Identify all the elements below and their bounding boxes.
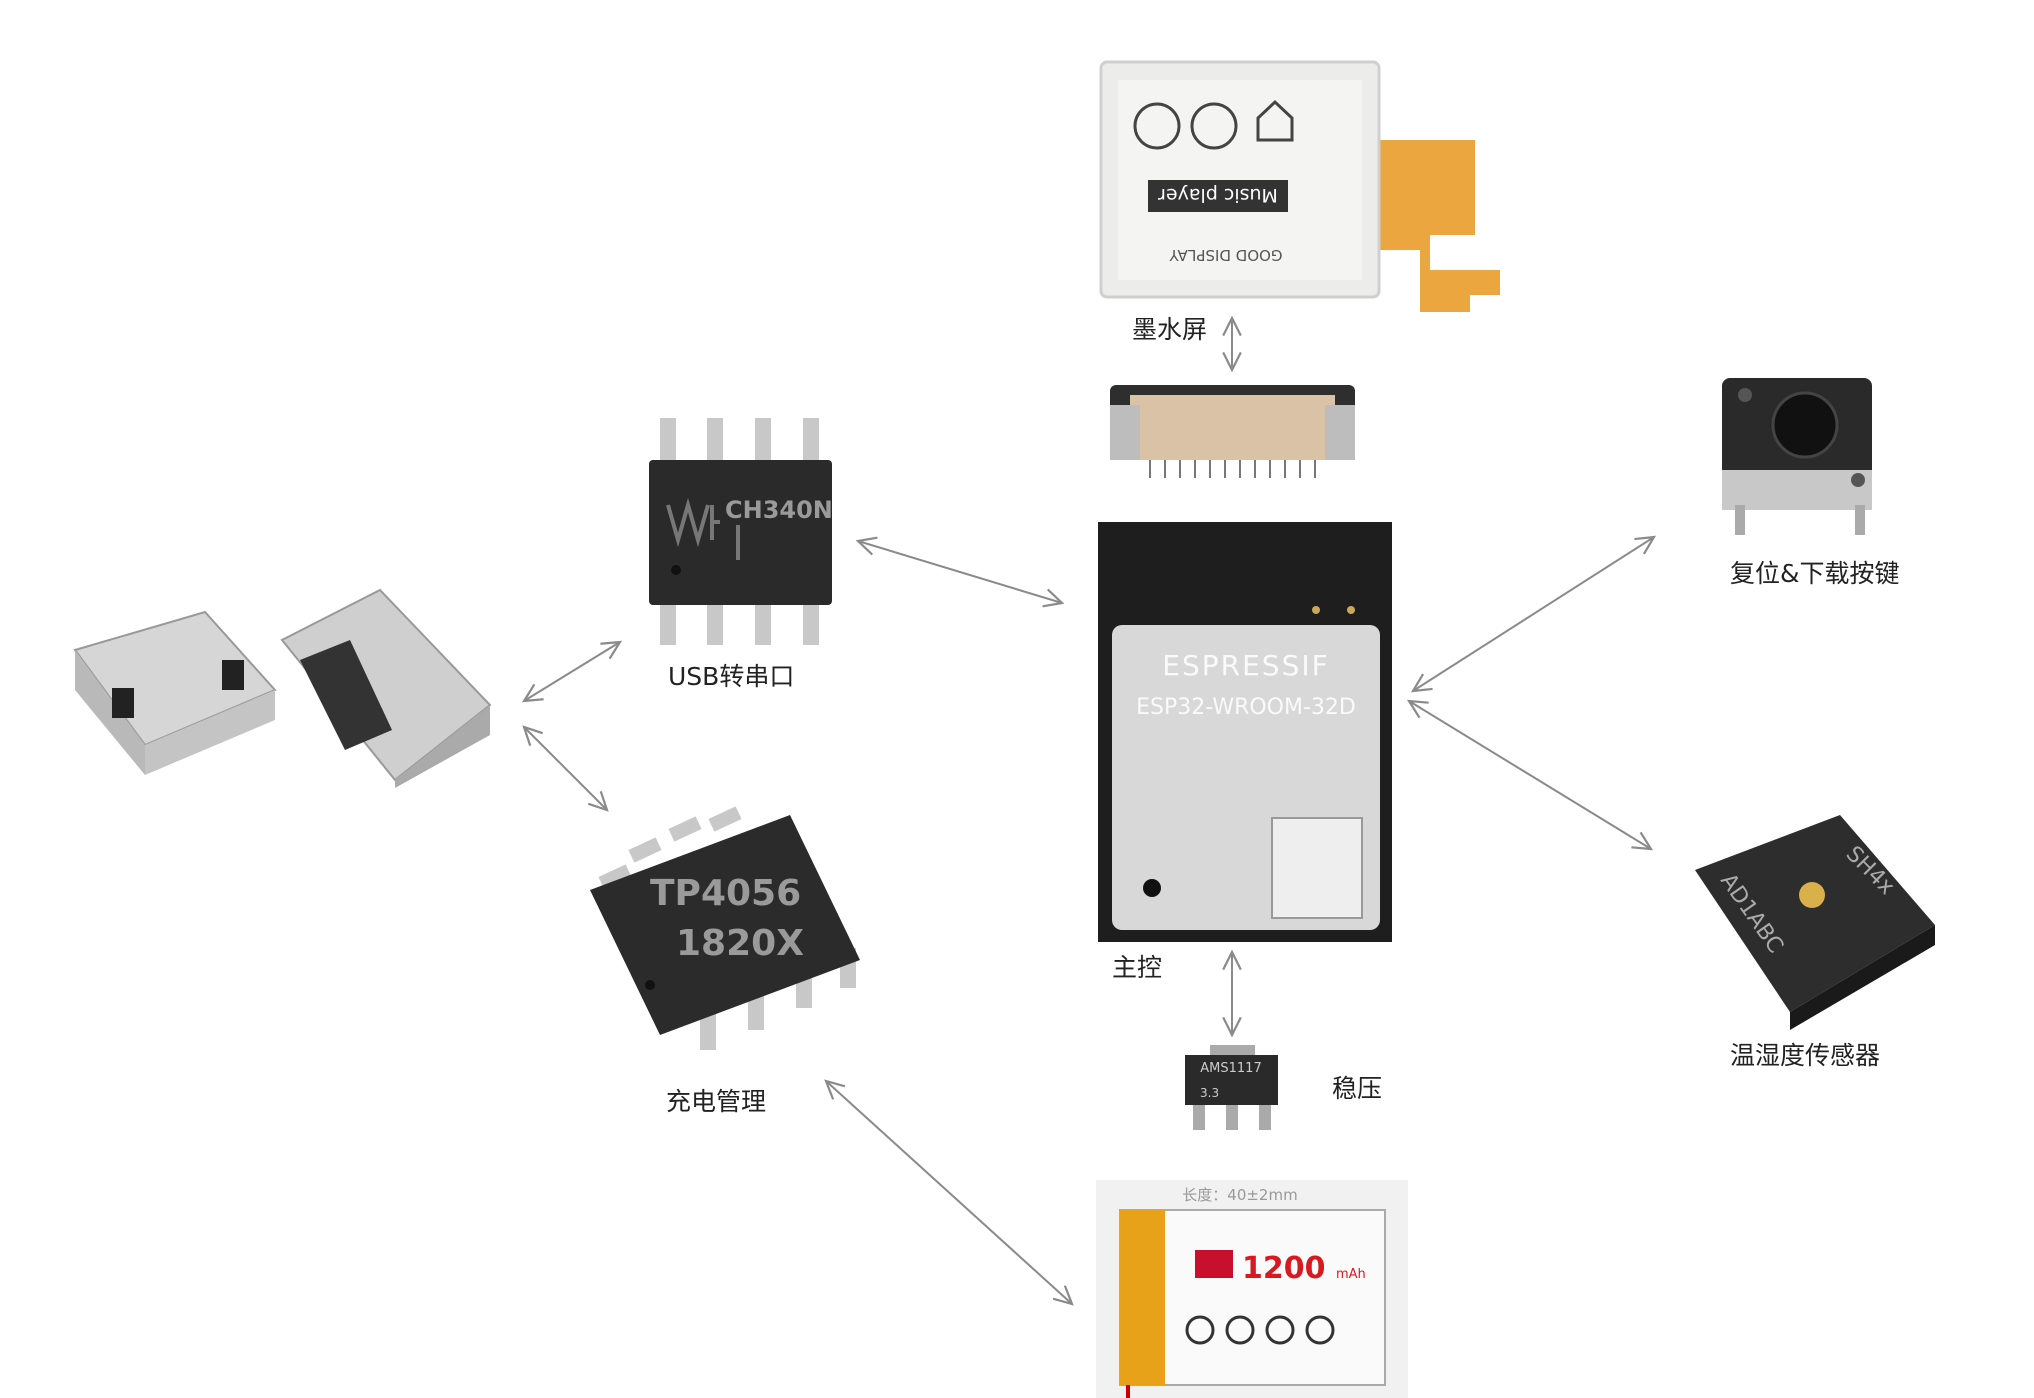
label-button: 复位&下载按键 xyxy=(1730,559,1900,588)
charger-chip-code: 1820X xyxy=(676,923,804,964)
eink-brand-text: GOOD DISPLAY xyxy=(1169,246,1283,264)
eink-screen-text: Music player xyxy=(1158,184,1278,206)
tactile-button xyxy=(1722,378,1872,535)
charger-chip-text: TP4056 xyxy=(650,873,801,914)
micro-usb-connector xyxy=(73,588,492,788)
mcu-brand-text: ESPRESSIF xyxy=(1162,649,1329,682)
label-mcu: 主控 xyxy=(1112,953,1162,982)
mcu-model-text: ESP32-WROOM-32D xyxy=(1136,695,1356,720)
arrow-mcu-button xyxy=(1413,537,1654,691)
lipo-battery: 长度：40±2mm 1200 mAh xyxy=(1096,1180,1408,1398)
arrow-mcu-sensor xyxy=(1409,701,1651,849)
label-eink: 墨水屏 xyxy=(1132,315,1207,344)
battery-unit-text: mAh xyxy=(1336,1267,1366,1282)
battery-capacity-text: 1200 xyxy=(1242,1251,1326,1286)
battery-certification-icons xyxy=(1185,1315,1335,1345)
wch-logo xyxy=(666,497,740,560)
usb-serial-chip: CH340N xyxy=(649,418,833,645)
label-ldo: 稳压 xyxy=(1332,1074,1382,1103)
arrow-charger-battery xyxy=(826,1081,1072,1304)
label-sensor: 温湿度传感器 xyxy=(1730,1041,1880,1070)
ldo-voltage-text: 3.3 xyxy=(1200,1086,1219,1100)
arrow-usb-usbserial xyxy=(524,642,620,701)
ldo-chip-text: AMS1117 xyxy=(1200,1061,1261,1076)
label-charger: 充电管理 xyxy=(666,1087,766,1116)
battery-length-text: 长度：40±2mm xyxy=(1182,1186,1297,1204)
fpc-connector xyxy=(1110,385,1355,478)
humidity-sensor: SH4x AD1ABC xyxy=(1695,815,1935,1030)
label-usb-serial: USB转串口 xyxy=(668,662,794,691)
arrow-usb-charger xyxy=(524,727,607,810)
arrow-usbserial-mcu xyxy=(858,541,1062,603)
usb-chip-text: CH340N xyxy=(725,496,833,524)
esp32-module: ESPRESSIF ESP32-WROOM-32D xyxy=(1098,522,1392,942)
eink-display: Music player GOOD DISPLAY xyxy=(1099,60,1500,312)
charger-chip: TP4056 1820X xyxy=(590,806,860,1050)
ldo-regulator: AMS1117 3.3 xyxy=(1185,1045,1278,1130)
